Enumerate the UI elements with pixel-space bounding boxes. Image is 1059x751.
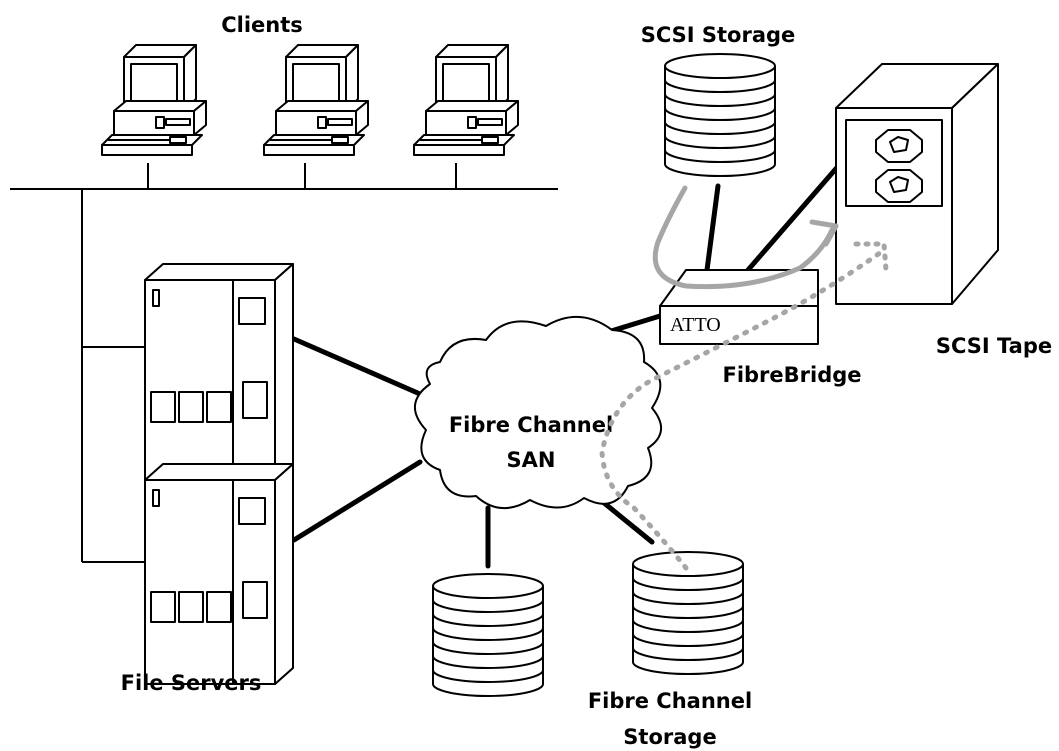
client-workstation-2-icon <box>263 44 369 156</box>
scsi-storage-label: SCSI Storage <box>641 23 796 47</box>
file-server-2-icon <box>144 463 294 685</box>
scsi-storage-disks-icon <box>664 53 776 177</box>
scsi-link-tape <box>745 161 843 273</box>
fibrebridge-label: FibreBridge <box>722 363 861 387</box>
fc-storage-label-line2: Storage <box>623 725 716 749</box>
data-path-dotted-arrowhead <box>853 241 889 273</box>
file-servers-label: File Servers <box>121 671 262 695</box>
data-path-dotted <box>599 247 887 571</box>
data-path-solid-arrowhead <box>809 219 839 247</box>
fc-storage-disks-icon <box>631 550 745 676</box>
san-label-line1: Fibre Channel <box>449 413 613 437</box>
scsi-tape-label: SCSI Tape <box>936 334 1052 358</box>
fc-link-fc-storage <box>595 495 655 545</box>
scsi-link-storage <box>704 183 721 273</box>
client-workstation-1-icon <box>101 44 207 156</box>
san-cloud <box>414 315 662 509</box>
san-disks-icon <box>431 572 545 698</box>
san-label-line2: SAN <box>507 448 556 472</box>
data-path-solid <box>652 185 835 290</box>
fc-storage-label-line1: Fibre Channel <box>588 689 752 713</box>
atto-label: ATTO <box>670 314 721 336</box>
fc-link-server-2 <box>291 459 423 543</box>
file-server-1-icon <box>144 263 294 485</box>
scsi-tape-icon <box>835 63 999 305</box>
client-workstation-3-icon <box>413 44 519 156</box>
clients-label: Clients <box>221 13 303 37</box>
fc-link-server-1 <box>291 336 423 397</box>
